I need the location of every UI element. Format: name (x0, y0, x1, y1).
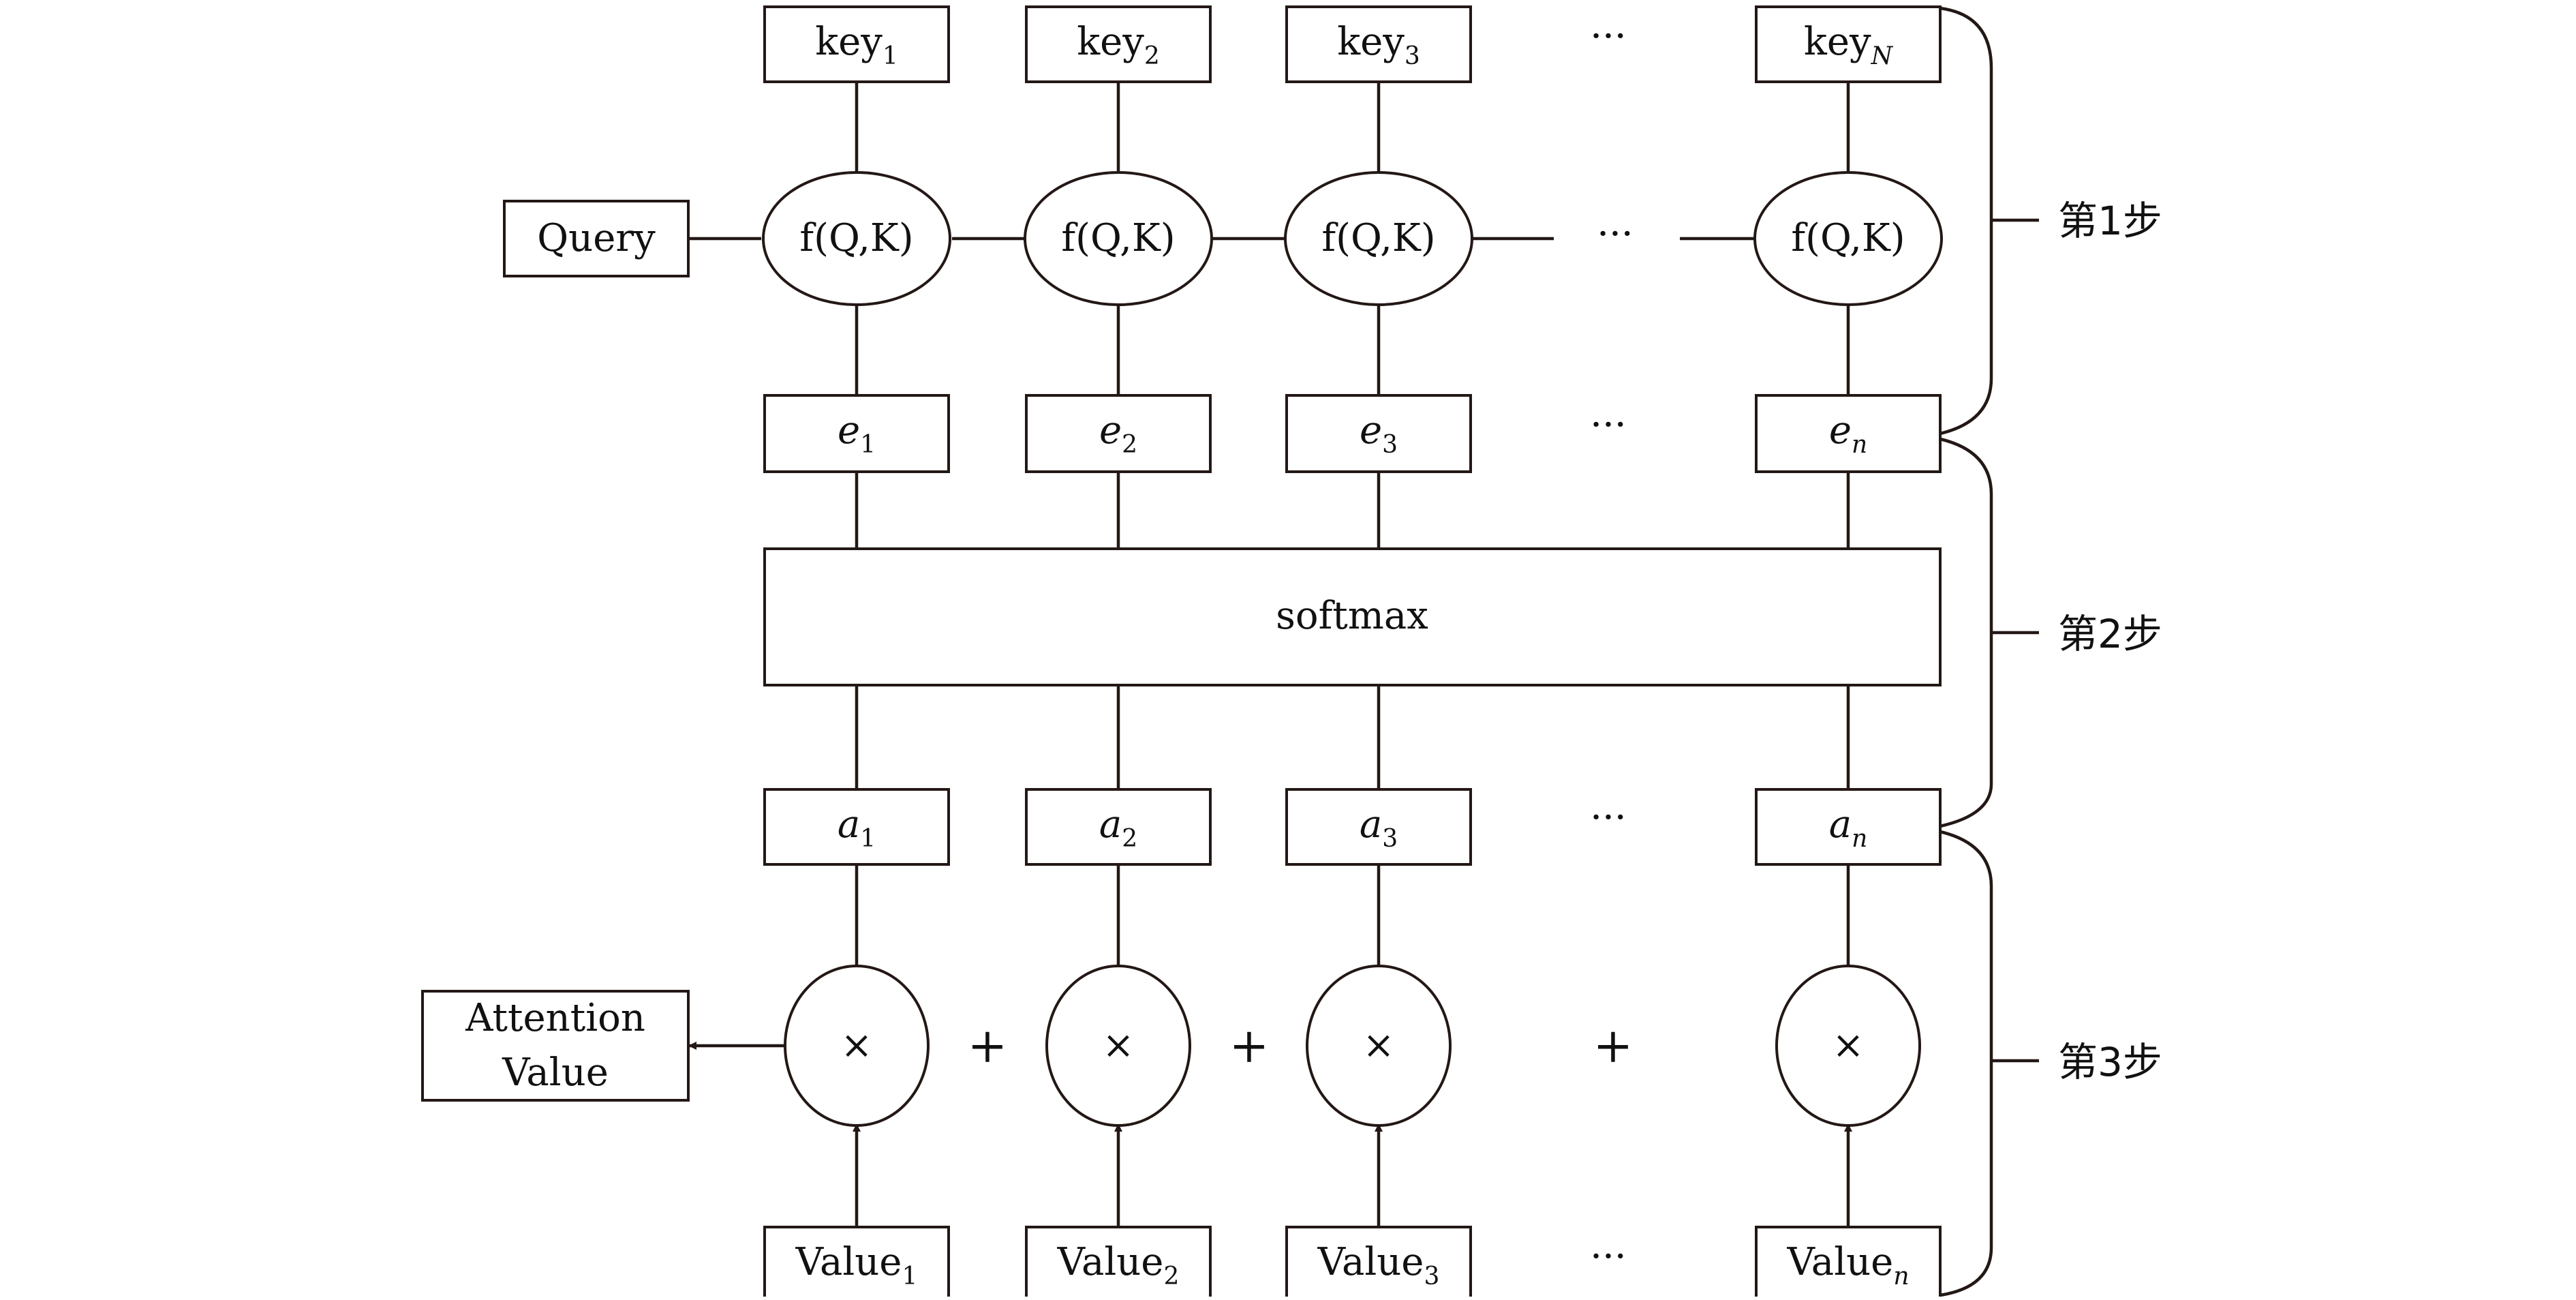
value-label-1: Value1 (795, 1240, 918, 1290)
key-box-2 (1025, 5, 1212, 83)
value-label-3: Value3 (1317, 1240, 1440, 1290)
multiply-circle-n (1775, 965, 1921, 1127)
node-boxes (421, 5, 1943, 1300)
value-label-2: Value2 (1057, 1240, 1180, 1290)
key-box-1 (763, 5, 950, 83)
multiply-circle-2 (1045, 965, 1191, 1127)
softmax-box (763, 547, 1942, 686)
score-label-3: f(Q,K) (1321, 216, 1435, 260)
step-braces (1939, 6, 2039, 1297)
key-label-3: key3 (1337, 20, 1420, 70)
value-box-3 (1285, 1226, 1472, 1300)
attention-value-line2: Value (502, 1050, 609, 1095)
query-label: Query (537, 216, 656, 260)
multiply-circle-1 (784, 965, 930, 1127)
score-label-2: f(Q,K) (1061, 216, 1175, 260)
brace-step-1 (1939, 6, 1993, 436)
plus-sign-1: + (968, 1018, 1008, 1074)
a-box-3 (1285, 788, 1472, 866)
e-box-2 (1025, 394, 1212, 473)
step-labels: 第1步 第2步 第3步 (2058, 198, 2162, 1085)
e-box-1 (763, 394, 950, 473)
multiply-sign-2: × (1103, 1023, 1135, 1068)
score-ellipse-1 (762, 171, 951, 306)
e-label-2: e2 (1099, 408, 1137, 459)
score-ellipse-2 (1024, 171, 1213, 306)
brace-tick-base-3 (1939, 830, 1993, 1297)
key-label-2: key2 (1077, 20, 1160, 70)
score-label-1: f(Q,K) (799, 216, 913, 260)
plus-sign-3: + (1593, 1018, 1634, 1074)
step-label-1: 第1步 (2058, 198, 2162, 244)
score-ellipsis: ··· (1597, 212, 1633, 256)
attention-value-line1: Attention (465, 996, 645, 1040)
multiply-sign-n: × (1833, 1023, 1865, 1068)
key-label-n: keyN (1804, 20, 1894, 70)
e-box-n (1755, 394, 1942, 473)
a-label-n: an (1829, 802, 1868, 853)
plus-sign-2: + (1229, 1018, 1270, 1074)
softmax-label: softmax (1276, 594, 1428, 638)
multiply-sign-3: × (1363, 1023, 1395, 1068)
a-ellipsis: ··· (1590, 796, 1626, 840)
step-label-3: 第3步 (2058, 1039, 2162, 1085)
score-ellipse-n (1753, 171, 1943, 306)
value-box-n (1755, 1226, 1942, 1300)
a-label-3: a3 (1360, 802, 1398, 853)
e-label-3: e3 (1360, 408, 1398, 459)
score-ellipse-3 (1284, 171, 1473, 306)
a-box-2 (1025, 788, 1212, 866)
e-ellipsis: ··· (1590, 403, 1626, 447)
a-label-2: a2 (1099, 802, 1137, 853)
key-label-1: key1 (815, 20, 898, 70)
e-label-1: e1 (838, 408, 876, 459)
key-box-n (1755, 5, 1942, 83)
value-box-1 (763, 1226, 950, 1300)
value-box-2 (1025, 1226, 1212, 1300)
a-label-1: a1 (838, 802, 876, 853)
a-box-1 (763, 788, 950, 866)
multiply-circle-3 (1306, 965, 1452, 1127)
a-box-n (1755, 788, 1942, 866)
e-box-3 (1285, 394, 1472, 473)
value-label-n: Valuen (1787, 1240, 1910, 1290)
step-label-2: 第2步 (2058, 611, 2162, 657)
score-label-n: f(Q,K) (1791, 216, 1905, 260)
attention-value-box (421, 990, 690, 1102)
brace-step-2 (1939, 437, 1993, 828)
e-label-n: en (1829, 408, 1867, 459)
key-box-3 (1285, 5, 1472, 83)
multiply-sign-1: × (841, 1023, 873, 1068)
connector-lines (688, 82, 1852, 1227)
key-ellipsis: ··· (1590, 14, 1626, 59)
value-ellipsis: ··· (1590, 1235, 1626, 1279)
query-box (503, 200, 690, 277)
labels: key1 key2 key3 keyN ··· Query f(Q,K) f(Q… (465, 14, 1909, 1290)
